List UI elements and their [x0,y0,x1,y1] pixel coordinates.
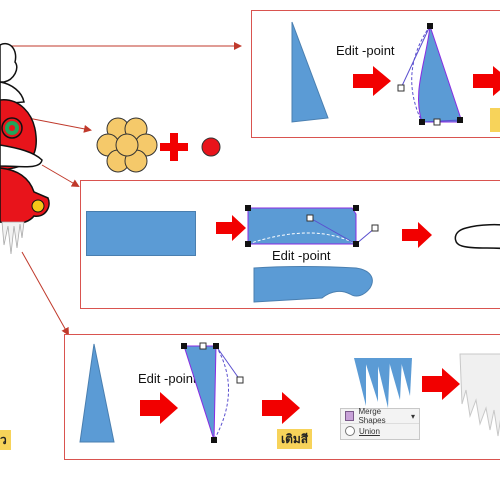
lion-mascot-image [0,43,50,255]
blue-rectangle-shape [86,211,196,256]
right-arrow-icon [140,392,178,424]
outline-wave-shape [454,223,500,249]
fill-color-tag: เติมสี [277,429,313,449]
right-arrow-icon [422,368,460,400]
flower-shape [96,117,158,173]
merge-shapes-icon [345,411,355,421]
plus-icon [160,133,188,161]
connector-to-middle-panel [41,164,80,188]
edit-point-label-middle: Edit -point [272,248,331,263]
fill-tag-top-cropped [490,108,500,132]
white-beard-shape [459,353,500,437]
connector-to-flower [27,117,92,133]
edit-point-label-bottom: Edit -point [138,371,197,386]
right-arrow-icon [353,66,391,96]
union-menu-item[interactable]: Union [341,423,419,438]
right-arrow-icon [216,215,246,241]
right-arrow-icon [473,66,500,96]
result-wave-shape [253,266,373,303]
merge-shapes-menu: Merge Shapes ▾ Union [340,407,420,440]
union-icon [345,426,355,436]
left-edge-tag: ว [0,430,11,450]
edit-point-triangle-shape [397,23,463,126]
edit-point-label-top: Edit -point [336,43,395,58]
merge-shapes-label: Merge Shapes [358,407,386,425]
edit-point-triangle-shape [181,342,244,443]
icicle-shapes [354,358,412,408]
right-arrow-icon [262,392,300,424]
blue-triangle-shape [291,21,329,123]
connector-to-bottom-panel [21,251,69,336]
edit-point-rectangle-shape [245,205,379,247]
union-label: Union [359,426,380,436]
merge-shapes-button[interactable]: Merge Shapes ▾ [341,407,419,425]
dropdown-icon: ▾ [410,411,415,421]
blue-triangle-shape [79,343,115,443]
right-arrow-icon [402,222,432,248]
red-dot-shape [201,137,221,157]
